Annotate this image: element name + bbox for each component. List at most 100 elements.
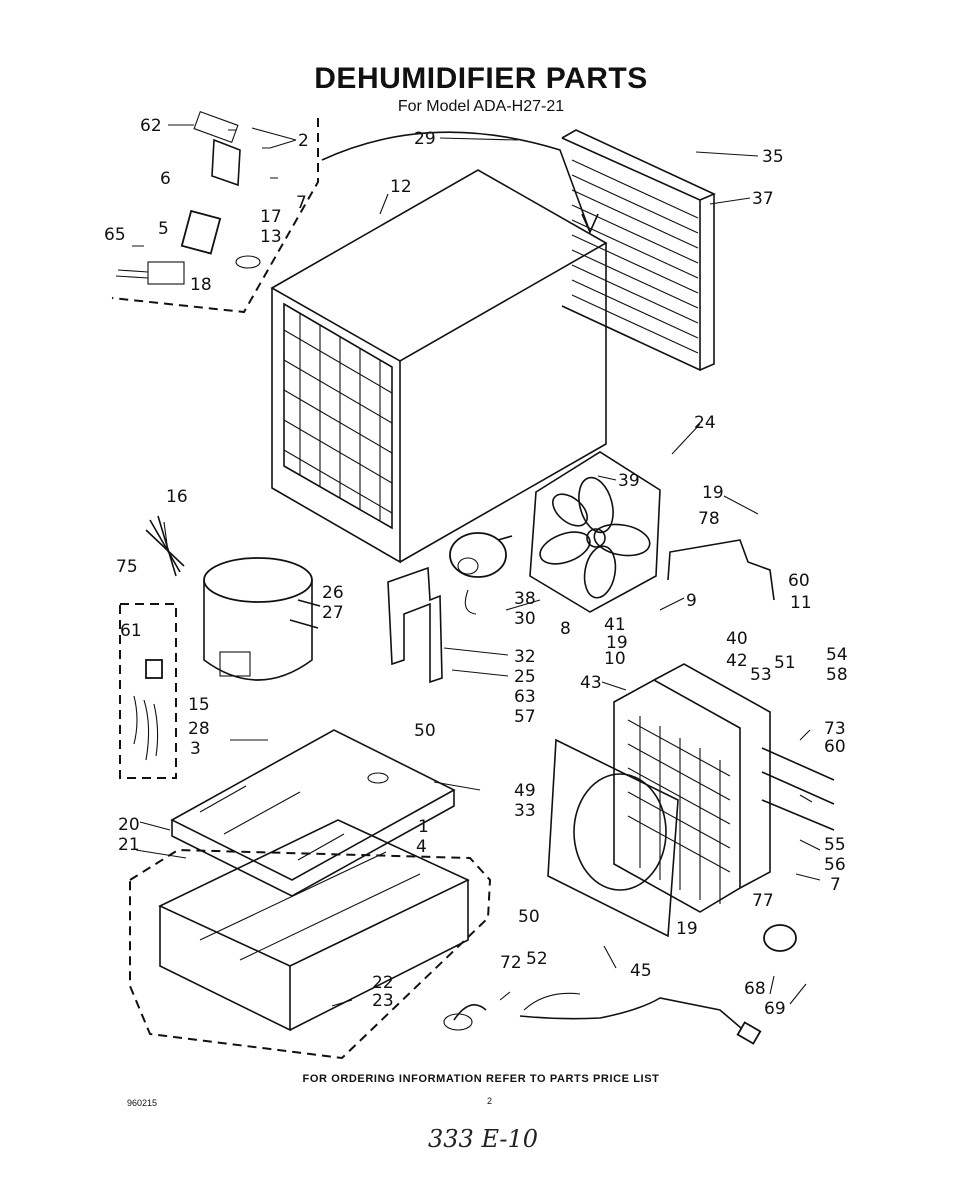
label-22: 22 (372, 973, 394, 993)
wire-72 (453, 1004, 487, 1021)
screws (132, 129, 278, 247)
label-77: 77 (752, 891, 774, 911)
switch-6 (180, 209, 222, 255)
label-49: 49 (514, 781, 536, 801)
rear-grille-louvers (571, 159, 699, 354)
base-pan-20 (170, 729, 456, 897)
label-39: 39 (618, 471, 640, 491)
label-10: 10 (604, 649, 626, 669)
wire-harness-16 (145, 515, 185, 577)
control-bracket (211, 138, 241, 187)
terminal-box (219, 651, 251, 677)
label-4: 4 (416, 837, 427, 857)
cabinet-side (399, 243, 607, 563)
label-30: 30 (514, 609, 536, 629)
base-frame-crossbars (199, 851, 421, 961)
cord-arrow (581, 213, 599, 234)
compressor-top (203, 557, 313, 603)
relay-61 (145, 659, 163, 679)
label-18: 18 (190, 275, 212, 295)
label-41: 41 (604, 615, 626, 635)
coil-tubes (761, 747, 835, 831)
baffle-33 (547, 738, 679, 938)
motor-shaft (497, 535, 513, 541)
motor-bracket-32 (387, 566, 443, 684)
label-12: 12 (390, 177, 412, 197)
label-50b: 50 (518, 907, 540, 927)
leader-lines (135, 124, 821, 1007)
label-11: 11 (790, 593, 812, 613)
cabinet-front (271, 288, 401, 564)
power-cord-52 (519, 992, 762, 1045)
cord-body (519, 997, 749, 1035)
knob-13 (235, 255, 261, 269)
label-5: 5 (158, 219, 169, 239)
coil-front (613, 679, 741, 913)
page-number: 2 (487, 1096, 493, 1106)
document-code: 960215 (127, 1098, 158, 1108)
base-frame-boundary (129, 848, 492, 1060)
coil-fins (627, 716, 731, 904)
fan-motor-30 (387, 532, 513, 684)
motor-face (457, 557, 479, 575)
page-title: DEHUMIDIFIER PARTS (314, 62, 648, 95)
label-15: 15 (188, 695, 210, 715)
label-26: 26 (322, 583, 344, 603)
relay-inset-75 (119, 603, 177, 779)
label-60b: 60 (824, 737, 846, 757)
label-60a: 60 (788, 571, 810, 591)
label-25: 25 (514, 667, 536, 687)
label-8: 8 (560, 619, 571, 639)
base-pan-hole (367, 772, 389, 784)
handwritten-note: 333 E-10 (428, 1125, 539, 1153)
cord-plug (736, 1021, 762, 1045)
thermostat-18 (147, 261, 185, 285)
bracket-62 (193, 110, 239, 144)
part-number-labels: 62 2 29 35 6 7 12 37 17 65 5 13 18 24 39… (104, 116, 848, 1019)
label-43: 43 (580, 673, 602, 693)
label-7a: 7 (296, 193, 307, 213)
label-42: 42 (726, 651, 748, 671)
coil-back (653, 663, 771, 889)
label-75: 75 (116, 557, 138, 577)
tube-40 (667, 539, 775, 601)
label-35: 35 (762, 147, 784, 167)
label-13: 13 (260, 227, 282, 247)
inset-boundary (111, 118, 319, 314)
compressor-15 (203, 557, 321, 681)
label-61: 61 (120, 621, 142, 641)
cord-29 (321, 131, 591, 233)
label-62: 62 (140, 116, 162, 136)
label-40: 40 (726, 629, 748, 649)
label-69: 69 (764, 999, 786, 1019)
control-parts-inset (111, 110, 319, 314)
label-19c: 19 (676, 919, 698, 939)
relay-inset-box (119, 603, 177, 779)
motor-body (449, 532, 507, 578)
label-27: 27 (322, 603, 344, 623)
ordering-note: FOR ORDERING INFORMATION REFER TO PARTS … (302, 1073, 660, 1085)
fan-blade (539, 476, 651, 599)
relay-wires (133, 695, 159, 761)
label-17: 17 (260, 207, 282, 227)
label-3: 3 (190, 739, 201, 759)
coil-assembly-42 (613, 539, 835, 913)
fan-shroud (529, 451, 661, 613)
label-1: 1 (418, 817, 429, 837)
cabinet-top (270, 169, 608, 362)
base-pan-slots (199, 785, 345, 861)
front-grille (283, 302, 393, 530)
label-28: 28 (188, 719, 210, 739)
label-56: 56 (824, 855, 846, 875)
grille-mesh (283, 313, 393, 521)
cabinet-12 (270, 131, 608, 564)
rear-grille-37 (561, 129, 716, 372)
capacitor-68 (763, 924, 797, 952)
model-subtitle: For Model ADA-H27-21 (397, 98, 565, 115)
label-16: 16 (166, 487, 188, 507)
label-21: 21 (118, 835, 140, 855)
label-54: 54 (826, 645, 848, 665)
grommet-72 (443, 1013, 473, 1031)
label-2: 2 (298, 131, 309, 151)
